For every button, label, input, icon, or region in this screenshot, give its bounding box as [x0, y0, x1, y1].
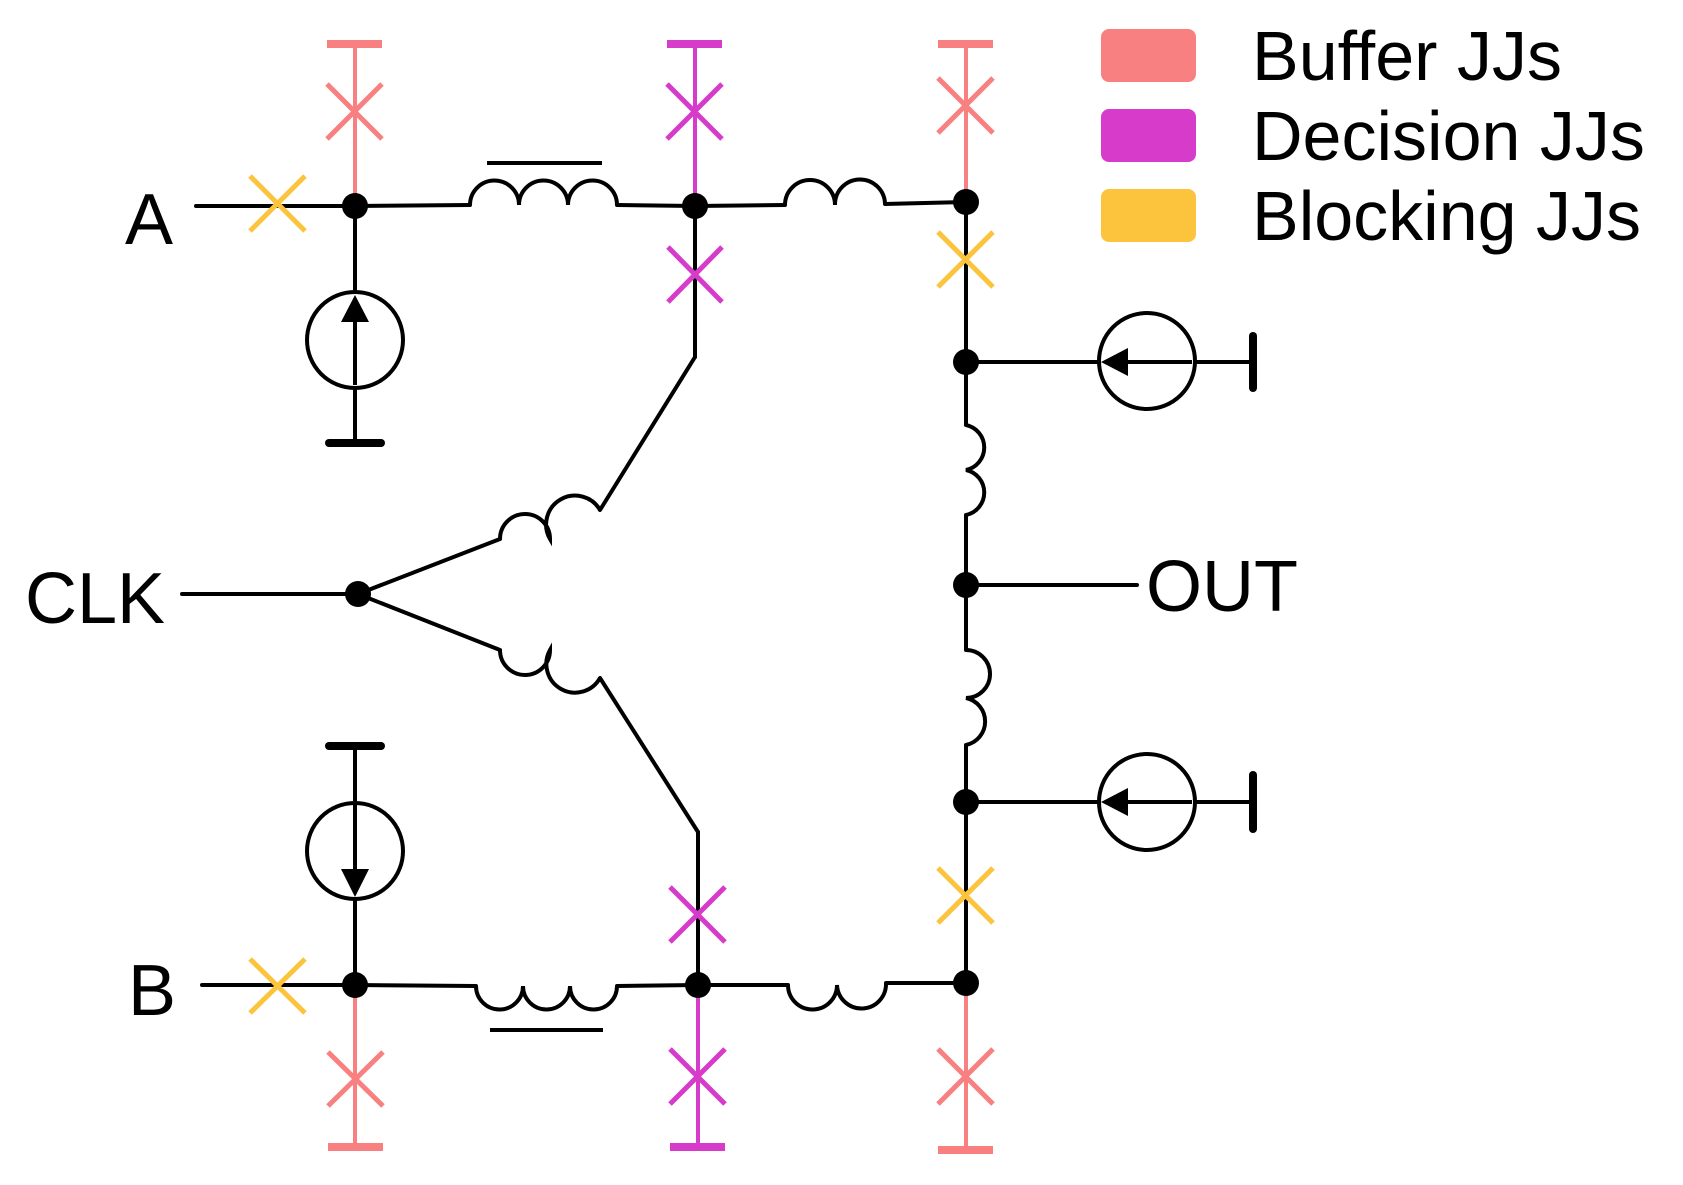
current-sources: [305, 290, 1197, 901]
blocking-jjs: [248, 174, 995, 1015]
inductor-l2: [783, 177, 887, 206]
inductor-l3: [474, 985, 619, 1012]
inductor-l6: [965, 648, 992, 747]
node-b: [342, 972, 368, 998]
inductors: [468, 161, 992, 1032]
legend-label-blocking: Blocking JJs: [1252, 177, 1641, 255]
decision-jjs: [665, 40, 727, 1151]
bias-source-bottom-arrow-icon: [1101, 788, 1128, 816]
blocking-jj-a: [248, 174, 307, 233]
buffer-jj-b: [326, 1050, 385, 1108]
node-clk: [345, 581, 371, 607]
legend-swatch-buffer: [1101, 29, 1196, 82]
legend-item-blocking: Blocking JJs: [1101, 177, 1641, 255]
wire-dec-a-diag: [598, 355, 697, 512]
node-dec-b: [685, 972, 711, 998]
inductor-l4: [786, 982, 889, 1012]
buffer-jj-a: [325, 82, 384, 141]
legend-item-buffer: Buffer JJs: [1101, 17, 1562, 95]
legend: Buffer JJs Decision JJs Blocking JJs: [1101, 17, 1645, 255]
label-clk: CLK: [25, 559, 165, 639]
wire-l3-to-dec-b: [615, 983, 700, 988]
node-right-a: [953, 189, 979, 215]
legend-label-decision: Decision JJs: [1252, 97, 1645, 175]
bias-source-b-arrow-icon: [341, 869, 369, 897]
wire-a-to-l1: [353, 203, 472, 208]
blocking-jj-b: [248, 957, 307, 1015]
decision-jj-b: [668, 885, 727, 944]
buffer-jjs: [325, 40, 995, 1154]
node-bias-bottom: [953, 789, 979, 815]
wire-dec-a-to-l2: [693, 203, 787, 208]
wire-dec-b-diag: [598, 676, 700, 834]
label-out: OUT: [1146, 547, 1298, 627]
inductor-clk-upper: [498, 493, 602, 547]
bias-source-a-arrow-icon: [341, 295, 369, 322]
wire-clk-down: [356, 592, 502, 652]
node-dec-a: [682, 193, 708, 219]
wire-l2-to-right-a: [883, 200, 968, 206]
decision-jj-a: [666, 245, 724, 304]
node-bias-top: [953, 349, 979, 375]
buffer-jj-bottom-right: [936, 1047, 995, 1106]
wire-b-to-l3: [353, 983, 478, 988]
node-out: [953, 572, 979, 598]
nodes: [342, 189, 979, 998]
inductor-l1: [468, 178, 619, 206]
decision-jj-bottom-buffer: [668, 1047, 727, 1106]
legend-label-buffer: Buffer JJs: [1252, 17, 1562, 95]
legend-swatch-blocking: [1101, 189, 1196, 242]
node-right-b: [953, 970, 979, 996]
inductor-clk-lower: [498, 642, 602, 695]
bias-source-top-arrow-icon: [1101, 348, 1128, 376]
inductor-l5: [965, 423, 987, 517]
legend-swatch-decision: [1101, 109, 1196, 162]
wire-l1-to-dec-a: [615, 203, 697, 208]
legend-item-decision: Decision JJs: [1101, 97, 1645, 175]
wire-clk-up: [356, 537, 502, 596]
blocking-jj-bottom-right: [936, 866, 995, 925]
decision-jj-top-buffer: [665, 82, 724, 141]
blocking-jj-top-right: [936, 230, 995, 289]
label-a: A: [125, 180, 173, 260]
node-a: [342, 193, 368, 219]
label-b: B: [128, 951, 176, 1031]
buffer-jj-top-right: [936, 76, 995, 135]
